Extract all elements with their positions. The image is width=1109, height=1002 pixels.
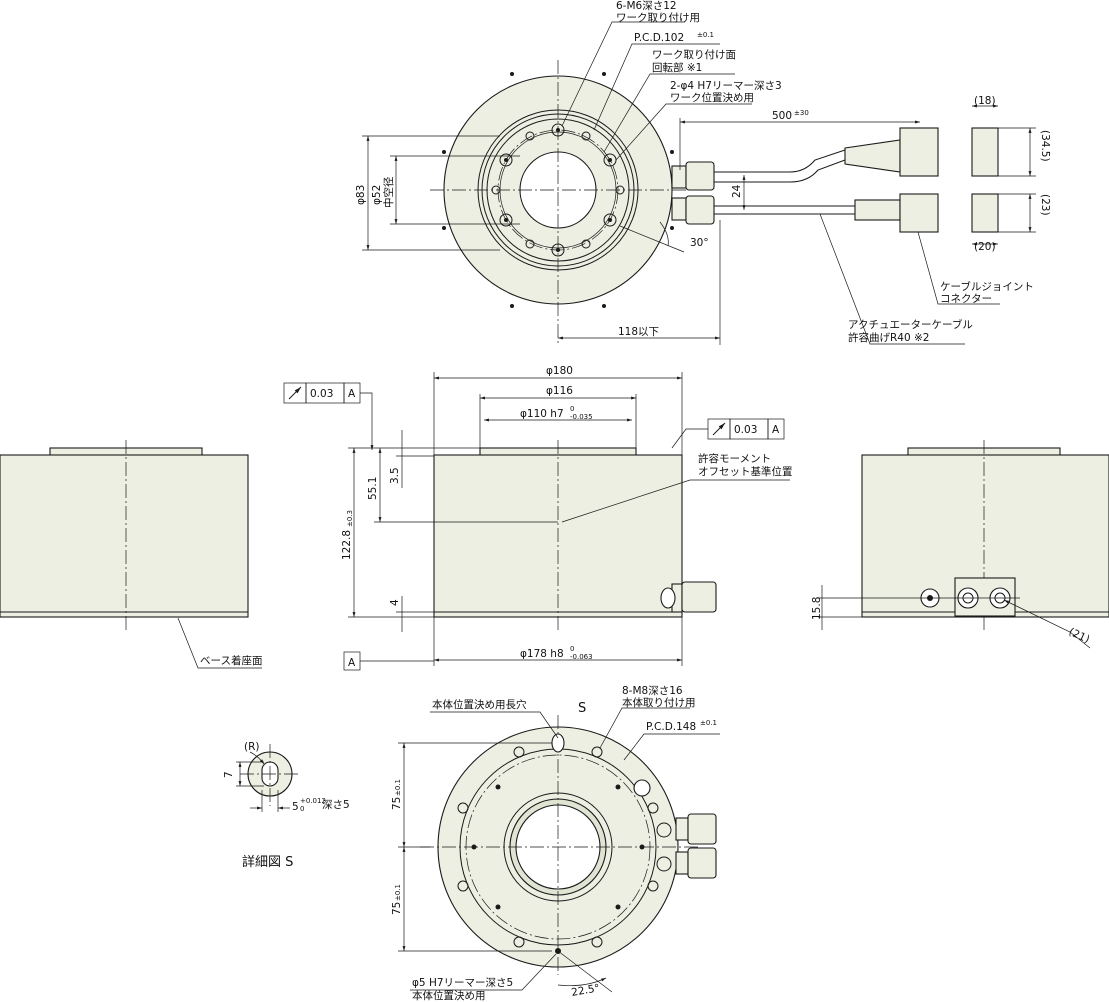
detail-dim-5: 5: [292, 801, 299, 813]
base-face-label: ベース着座面: [200, 654, 262, 667]
dim-75-top: 75: [391, 797, 403, 810]
height-tol: ±0.3: [346, 510, 354, 527]
dim-75-bottom-tol: ±0.1: [394, 884, 402, 901]
front-view: [433, 440, 717, 632]
dia-116: φ116: [546, 385, 573, 397]
runout-value-right: 0.03: [734, 424, 757, 436]
dim-75-bottom: 75: [391, 902, 403, 915]
dia-178-tol-low: -0.063: [570, 653, 593, 661]
angle-30: 30°: [690, 237, 709, 249]
dim-34-5: (34.5): [1039, 130, 1051, 162]
cable-joint-line1: ケーブルジョイント: [940, 280, 1034, 293]
dim-15-8: 15.8: [811, 597, 823, 620]
bottom-view-labels: 本体位置決め用長穴 S 8-M8深さ16 本体取り付け用 P.C.D.148 ±…: [391, 685, 717, 1002]
cable-length-dim: 500: [772, 110, 792, 122]
s-mark: S: [578, 701, 586, 716]
detail-dim-7: 7: [223, 771, 235, 778]
cable-joint-line2: コネクター: [940, 293, 992, 305]
pcd148-label: P.C.D.148: [646, 721, 696, 733]
pcd148-tolerance: ±0.1: [700, 719, 717, 727]
right-side-view: 15.8 (21): [811, 440, 1109, 649]
act-cable-line2: 許容曲げR40 ※2: [848, 331, 929, 344]
detail-s: (R) 7 5 +0.012 0 深さ5 詳細図 S: [223, 741, 350, 870]
moment-line2: オフセット基準位置: [698, 465, 793, 478]
dia-52: φ52: [371, 185, 383, 205]
dim-3-5: 3.5: [389, 467, 401, 484]
top-view-dimensions: [362, 21, 1036, 345]
dia-110-tol-up: 0: [570, 405, 574, 413]
m6-callout-line2: ワーク取り付け用: [616, 11, 700, 24]
pcd102-label: P.C.D.102: [634, 32, 684, 44]
dia-110: φ110 h7: [520, 408, 564, 420]
dia-83: φ83: [355, 185, 367, 205]
dim-4: 4: [389, 599, 401, 606]
act-cable-line1: アクチュエーターケーブル: [848, 318, 973, 331]
moment-line1: 許容モーメント: [698, 452, 771, 465]
dim-21: (21): [1067, 626, 1092, 646]
pin-line2: 本体位置決め用: [412, 989, 486, 1002]
dia-178-tol-up: 0: [570, 645, 574, 653]
detail-r-label: (R): [244, 741, 260, 753]
reamer-line2: ワーク位置決め用: [670, 91, 754, 104]
reamer-line1: 2-φ4 H7リーマー深さ3: [670, 80, 782, 92]
detail-dim-5-tol-low: 0: [300, 805, 304, 813]
work-face-line1: ワーク取り付け面: [652, 48, 736, 61]
pin-line1: φ5 H7リーマー深さ5: [412, 977, 513, 989]
detail-dim-5-tol-up: +0.012: [300, 797, 326, 805]
hollow-label: 中空径: [382, 176, 395, 208]
dim-18: (18): [974, 95, 996, 107]
left-side-view: [0, 440, 249, 632]
dia-110-tol-low: -0.035: [570, 413, 593, 421]
dim-20: (20): [974, 241, 996, 253]
dim-75-top-tol: ±0.1: [394, 779, 402, 796]
datum-a-box: A: [348, 657, 356, 669]
datum-left: A: [348, 388, 356, 400]
top-view-labels: 6-M6深さ12 ワーク取り付け用 P.C.D.102 ±0.1 ワーク取り付け…: [355, 0, 1051, 344]
bottom-view: [420, 715, 717, 975]
front-view-labels: 0.03 A 0.03 A φ180 φ116 φ110 h7 0 -0.035…: [200, 365, 793, 669]
datum-right: A: [772, 424, 780, 436]
m8-callout-line2: 本体取り付け用: [622, 696, 696, 709]
dim-55-1: 55.1: [367, 477, 379, 500]
m6-callout-line1: 6-M6深さ12: [616, 0, 677, 12]
cable-length-tol: ±30: [794, 109, 809, 117]
front-view-dimensions: [177, 372, 790, 671]
bottom-view-dimensions: [398, 707, 720, 993]
dia-178: φ178 h8: [520, 648, 564, 660]
bottom-bolt-holes: [457, 746, 659, 948]
pcd102-tolerance: ±0.1: [697, 31, 714, 39]
detail-depth: 深さ5: [322, 799, 350, 811]
m8-callout-line1: 8-M8深さ16: [622, 685, 683, 697]
height-dim: 122.8: [341, 530, 353, 560]
dim-23: (23): [1039, 194, 1051, 216]
dia-180: φ180: [546, 365, 573, 377]
slot-hole-label: 本体位置決め用長穴: [432, 698, 527, 711]
dim-118: 118以下: [618, 326, 659, 338]
angle-22-5: 22.5°: [570, 982, 600, 999]
detail-title: 詳細図 S: [242, 854, 293, 870]
work-face-line2: 回転部 ※1: [652, 61, 702, 74]
runout-value-left: 0.03: [310, 388, 333, 400]
dim-24: 24: [731, 184, 743, 198]
